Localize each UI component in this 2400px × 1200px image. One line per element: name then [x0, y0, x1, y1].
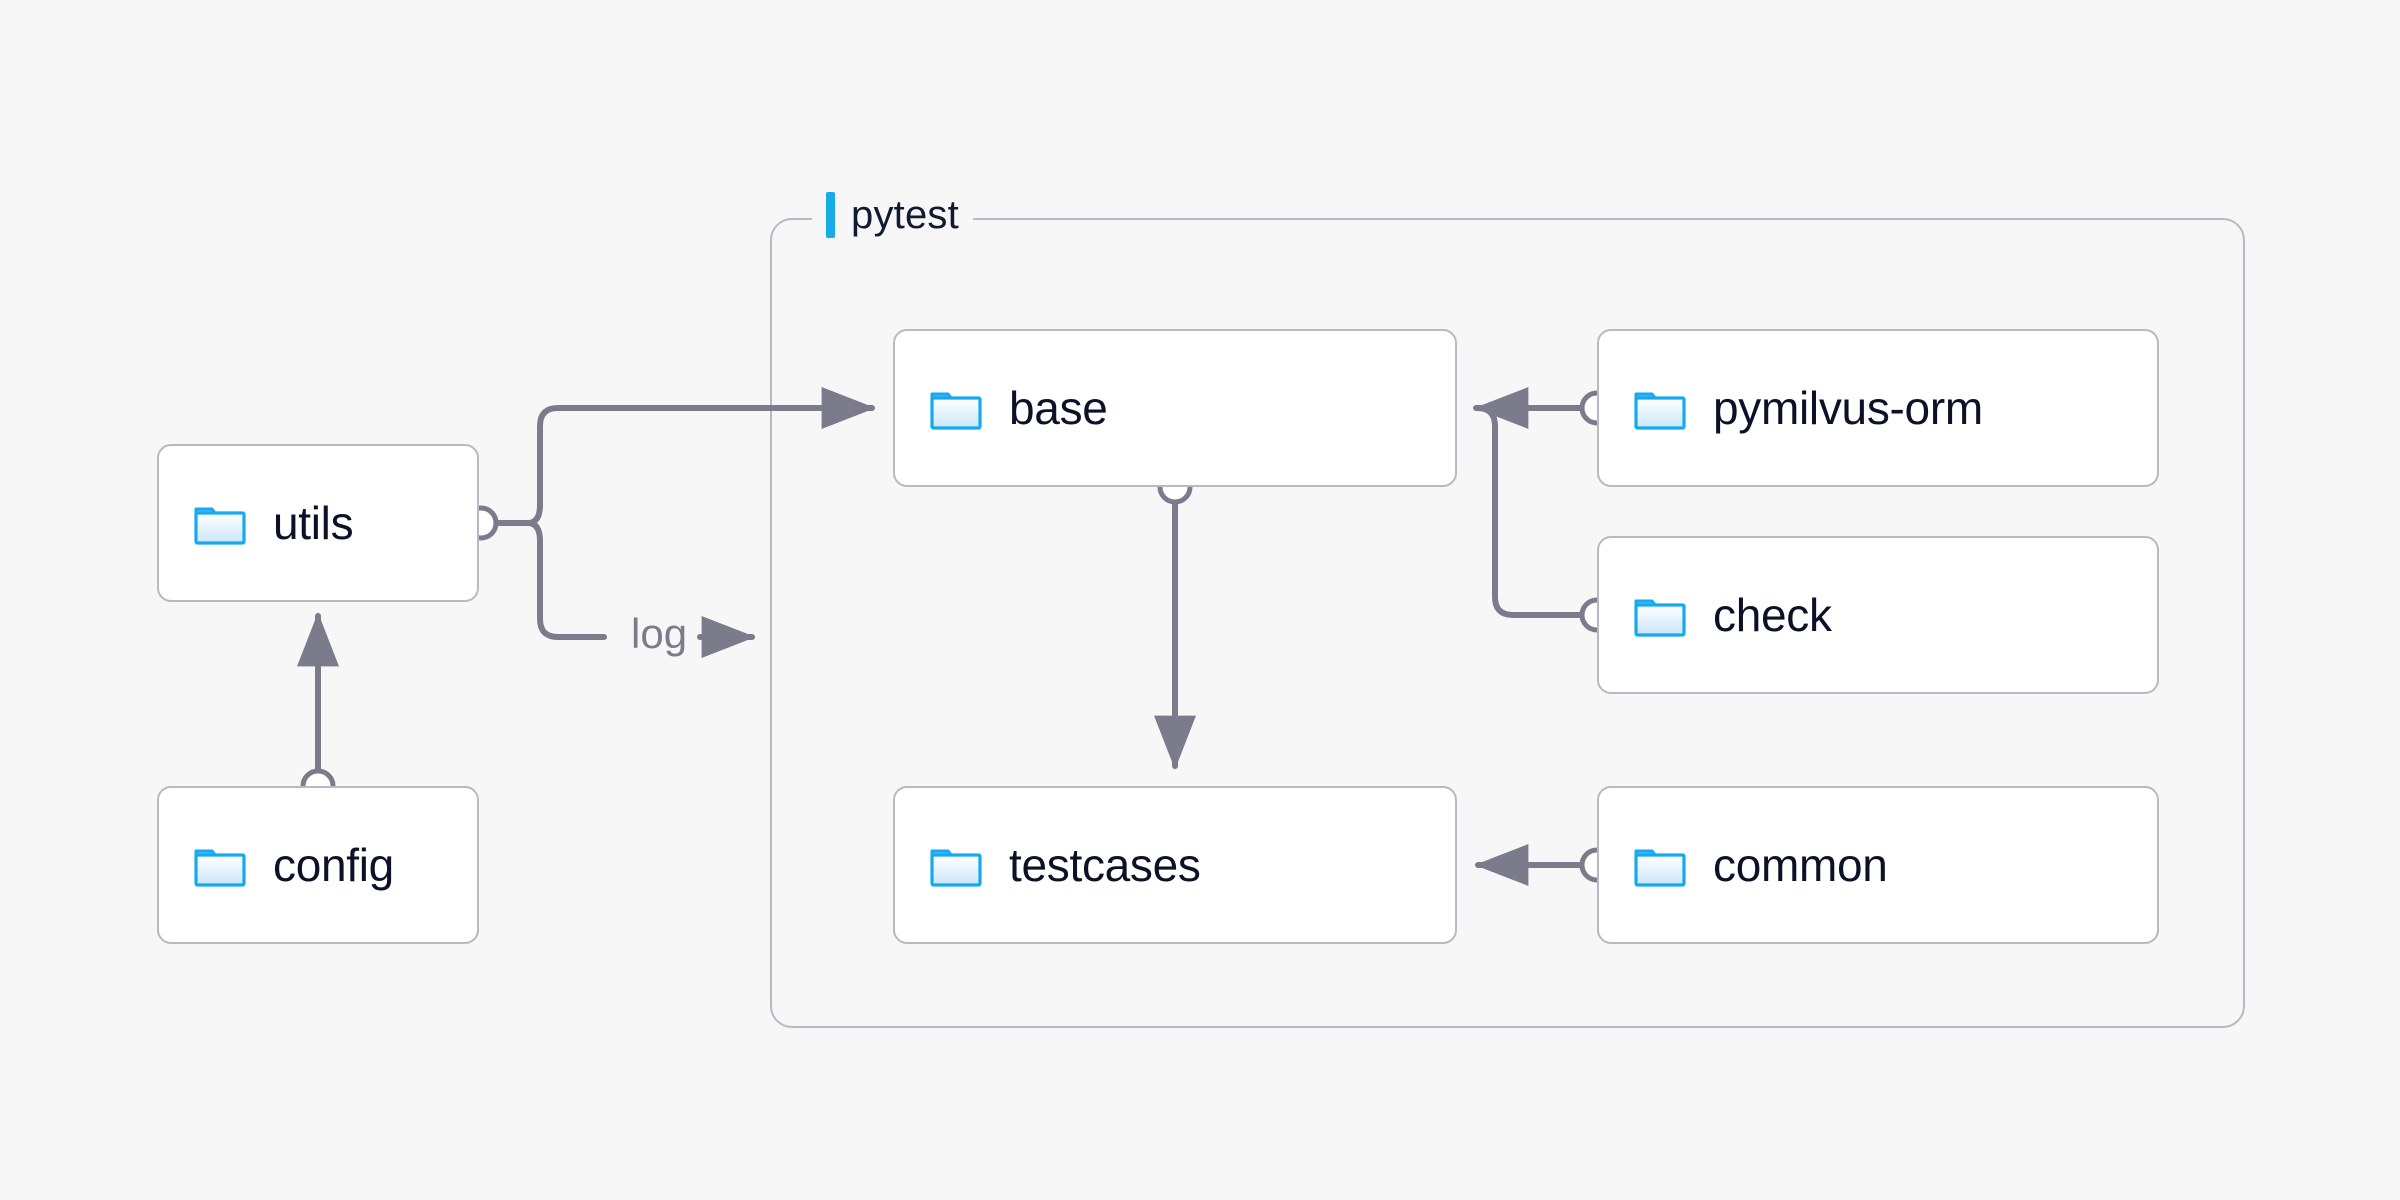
- node-common[interactable]: common: [1597, 786, 2159, 944]
- node-label-testcases: testcases: [1009, 839, 1201, 891]
- node-label-config: config: [273, 839, 394, 891]
- accent-bar-icon: [826, 192, 835, 238]
- folder-icon: [930, 849, 982, 887]
- pytest-group-label: pytest: [812, 192, 973, 238]
- node-testcases[interactable]: testcases: [893, 786, 1457, 944]
- edge-pymilvus-orm-to-base: [1492, 390, 1615, 426]
- folder-icon: [930, 392, 982, 430]
- node-label-pymilvus-orm: pymilvus-orm: [1713, 382, 1983, 434]
- node-label-base: base: [1009, 382, 1108, 434]
- node-config[interactable]: config: [157, 786, 479, 944]
- folder-icon: [194, 507, 246, 545]
- edge-common-to-testcases: [1474, 844, 1615, 886]
- node-label-check: check: [1713, 589, 1832, 641]
- folder-icon: [1634, 392, 1686, 430]
- edge-check-to-base: [1473, 405, 1615, 633]
- edge-config-to-utils: [297, 612, 339, 804]
- node-label-utils: utils: [273, 497, 354, 549]
- node-base[interactable]: base: [893, 329, 1457, 487]
- node-utils[interactable]: utils: [157, 444, 479, 602]
- pytest-group-container: [770, 218, 2245, 1028]
- edge-utils-to-base: [493, 387, 876, 526]
- edge-label-log: log: [625, 610, 694, 658]
- edge-base-to-testcases: [1154, 469, 1196, 770]
- group-title: pytest: [851, 192, 959, 237]
- node-check[interactable]: check: [1597, 536, 2159, 694]
- node-pymilvus-orm[interactable]: pymilvus-orm: [1597, 329, 2159, 487]
- folder-icon: [1634, 599, 1686, 637]
- node-label-common: common: [1713, 839, 1888, 891]
- folder-icon: [194, 849, 246, 887]
- edge-utils-to-log: [525, 520, 756, 658]
- folder-icon: [1634, 849, 1686, 887]
